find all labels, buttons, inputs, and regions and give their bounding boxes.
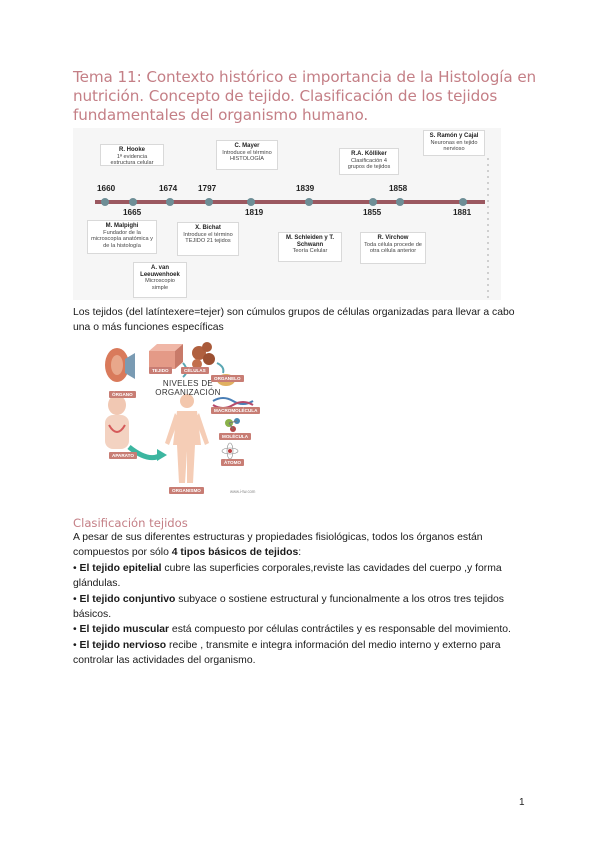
label-aparato: APARATO <box>109 452 137 459</box>
label-organo: ÓRGANO <box>109 391 136 398</box>
label-atomo: ÁTOMO <box>221 459 245 466</box>
label-tejido: TEJIDO <box>149 367 172 374</box>
timeline-dot <box>166 198 174 206</box>
tissue-name: El tejido nervioso <box>79 639 167 651</box>
tissue-description: recibe , transmite e integra información… <box>73 639 501 667</box>
timeline-dot <box>396 198 404 206</box>
timeline-card-kolliker: R.A. Kölliker Clasificación 4 grupos de … <box>339 148 399 175</box>
intro-text: A pesar de sus diferentes estructuras y … <box>73 532 483 559</box>
timeline-dot <box>369 198 377 206</box>
timeline-card-text: Toda célula procede de otra célula anter… <box>364 241 422 255</box>
timeline-card-name: S. Ramón y Cajal <box>429 133 479 139</box>
bullet: • <box>73 639 80 651</box>
timeline-card-name: M. Schleiden y T. Schwann <box>285 235 334 248</box>
classification-body: A pesar de sus diferentes estructuras y … <box>73 530 533 669</box>
timeline-year: 1839 <box>296 184 315 193</box>
intro-end: : <box>298 547 302 559</box>
tissue-item-nervioso: • El tejido nervioso recibe , transmite … <box>73 638 533 669</box>
timeline-dot <box>129 198 137 206</box>
label-celulas: CÉLULAS <box>181 367 209 374</box>
label-organismo: ORGANISMO <box>169 487 204 494</box>
timeline-card-text: 1ª evidencia estructura celular <box>110 153 154 167</box>
timeline-card-virchow: R. Virchow Toda célula procede de otra c… <box>360 232 426 264</box>
timeline-card-name: R. Virchow <box>377 235 409 241</box>
timeline-year: 1855 <box>363 208 382 217</box>
tissue-description: subyace o sostiene estructural y funcion… <box>73 593 504 621</box>
tissue-name: El tejido conjuntivo <box>79 593 176 605</box>
label-organelo: ORGANELO <box>211 375 244 382</box>
timeline-dot <box>305 198 313 206</box>
timeline-card-schleiden: M. Schleiden y T. Schwann Teoría Celular <box>278 232 342 262</box>
timeline-year: 1674 <box>159 184 178 193</box>
timeline-card-name: X. Bichat <box>195 225 221 231</box>
timeline-year: 1660 <box>97 184 116 193</box>
organization-illustration <box>105 342 254 483</box>
timeline-card-hooke: R. Hooke 1ª evidencia estructura celular <box>100 144 164 166</box>
timeline-card-cajal: S. Ramón y Cajal Neuronas en tejido nerv… <box>423 130 485 156</box>
organization-levels-figure: NIVELES DE ORGANIZACIÓN TEJIDO CÉLULAS O… <box>95 335 265 498</box>
timeline-card-text: Fundador de la microscopía anatómica y d… <box>91 229 153 249</box>
tissue-item-epitelial: • El tejido epitelial cubre las superfic… <box>73 561 533 592</box>
figure-caption: www.i-tw.com <box>230 489 256 494</box>
timeline-bar <box>95 200 485 204</box>
tissue-name: El tejido muscular <box>79 624 170 636</box>
page-title: Tema 11: Contexto histórico e importanci… <box>73 68 537 124</box>
timeline-card-bichat: X. Bichat Introduce el término TEJIDO 21… <box>177 222 239 256</box>
tissue-item-conjuntivo: • El tejido conjuntivo subyace o sostien… <box>73 592 533 623</box>
timeline-dot <box>101 198 109 206</box>
timeline-card-mayer: C. Mayer Introduce el término HISTOLOGÍA <box>216 140 278 170</box>
bullet: • <box>73 593 80 605</box>
history-timeline-figure: R. Hooke 1ª evidencia estructura celular… <box>73 128 501 300</box>
timeline-dot <box>247 198 255 206</box>
timeline-card-name: C. Mayer <box>234 143 260 149</box>
timeline-card-name: M. Malpighi <box>105 223 139 229</box>
classification-heading: Clasificación tejidos <box>73 516 188 530</box>
timeline-year: 1858 <box>389 184 408 193</box>
tissue-description: cubre las superficies corporales,reviste… <box>73 562 502 590</box>
intro-bold: 4 tipos básicos de tejidos <box>171 547 299 559</box>
timeline-card-text: Teoría Celular <box>292 248 328 255</box>
timeline-year: 1881 <box>453 208 472 217</box>
timeline-card-malpighi: M. Malpighi Fundador de la microscopía a… <box>87 220 157 254</box>
timeline-dot <box>459 198 467 206</box>
label-macromolecula: MACROMOLÉCULA <box>211 407 261 414</box>
timeline-year: 1797 <box>198 184 217 193</box>
timeline-card-name: R. Hooke <box>118 147 145 153</box>
timeline-card-text: Neuronas en tejido nervioso <box>430 139 478 153</box>
tissue-name: El tejido epitelial <box>79 562 162 574</box>
tissue-item-muscular: • El tejido muscular está compuesto por … <box>73 622 533 637</box>
timeline-year: 1819 <box>245 208 264 217</box>
timeline-card-text: Clasificación 4 grupos de tejidos <box>347 157 391 171</box>
label-molecula: MOLÉCULA <box>219 433 252 440</box>
tissue-description: está compuesto por células contráctiles … <box>169 624 511 636</box>
bullet: • <box>73 624 80 636</box>
timeline-card-text: Introduce el término TEJIDO 21 tejidos <box>183 231 233 245</box>
timeline-card-name: A. van Leeuwenhoek <box>140 265 180 278</box>
timeline-year: 1665 <box>123 208 142 217</box>
timeline-card-text: Introduce el término HISTOLOGÍA <box>222 149 272 163</box>
bullet: • <box>73 562 80 574</box>
classification-intro: A pesar de sus diferentes estructuras y … <box>73 530 533 561</box>
timeline-card-leeuwenhoek: A. van Leeuwenhoek Microscopio simple <box>133 262 187 298</box>
timeline-dot <box>205 198 213 206</box>
page-number: 1 <box>519 797 525 808</box>
tissue-definition: Los tejidos (del latíntexere=tejer) son … <box>73 307 515 334</box>
timeline-card-name: R.A. Kölliker <box>351 151 387 157</box>
organization-heading: NIVELES DE ORGANIZACIÓN <box>155 379 221 397</box>
timeline-dashed-line <box>487 158 489 298</box>
timeline-card-text: Microscopio simple <box>145 278 175 291</box>
